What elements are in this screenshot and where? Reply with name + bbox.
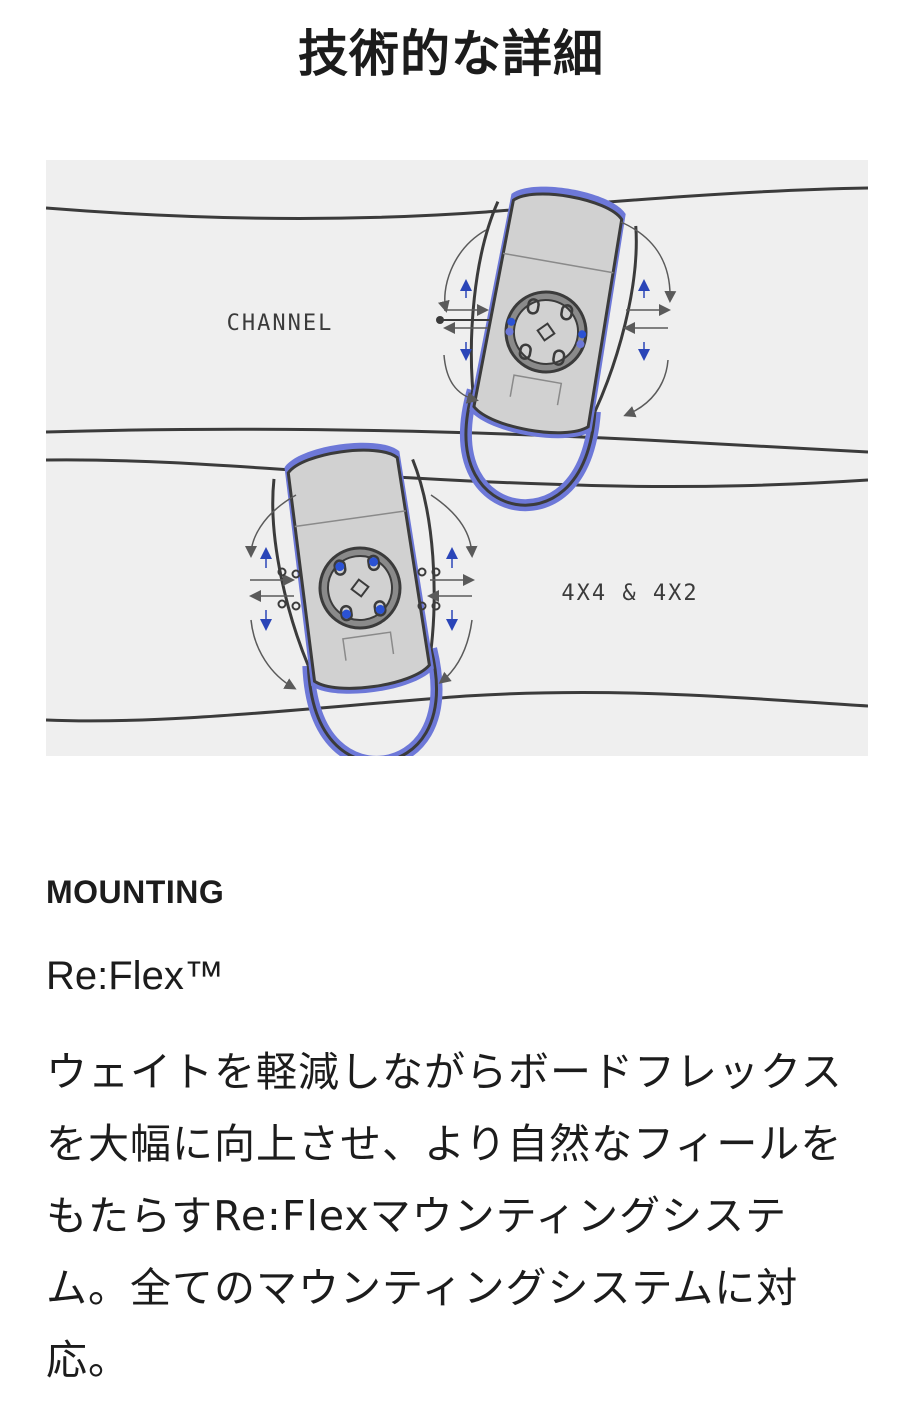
product-name: Re:Flex™ xyxy=(46,954,224,998)
board-top-edge xyxy=(46,186,868,220)
disc-adjust-arrows xyxy=(245,494,478,690)
board-bottom-edge xyxy=(46,691,868,723)
channel-adjust-arrows xyxy=(438,221,677,418)
product-description: ウェイトを軽減しながらボードフレックスを大幅に向上させ、より自然なフィールをもた… xyxy=(46,1048,843,1384)
channel-label: CHANNEL xyxy=(227,311,334,336)
channel-binding xyxy=(460,186,638,512)
board-mid-edge-2 xyxy=(46,458,868,489)
binding-mount-diagram: CHANNEL xyxy=(46,160,868,756)
board-mid-edge-1 xyxy=(46,427,868,454)
mounting-heading: MOUNTING xyxy=(46,874,225,910)
disc-binding xyxy=(271,442,443,756)
page-title: 技術的な詳細 xyxy=(298,25,604,83)
disc-label: 4X4 & 4X2 xyxy=(561,581,698,606)
